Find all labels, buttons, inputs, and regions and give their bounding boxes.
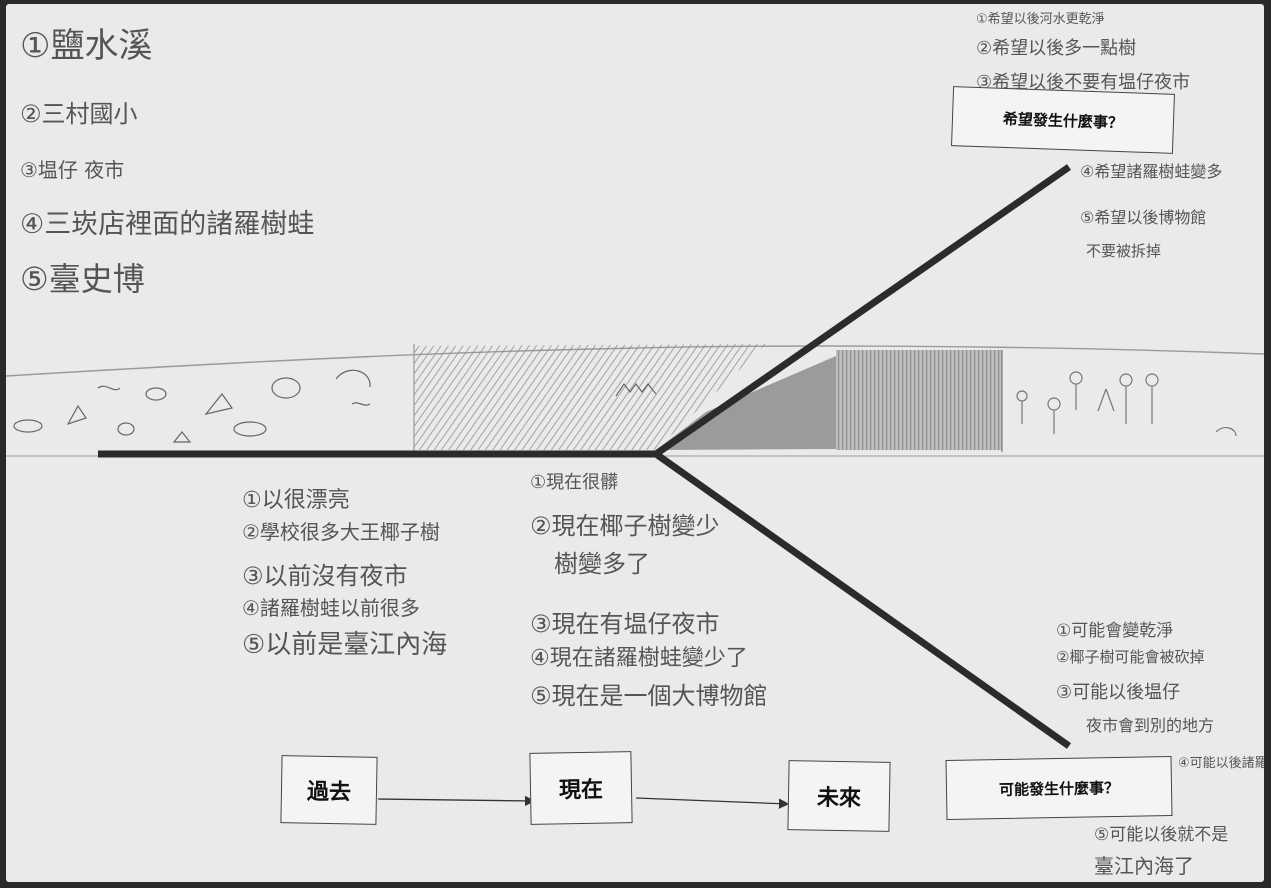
past-note-4: ④諸羅樹蛙以前很多	[242, 596, 420, 620]
diagram-drawing	[6, 164, 1264, 809]
present-shading	[414, 344, 766, 450]
branch-possible-line	[653, 451, 1072, 749]
possible-note-3: ③可能以後塭仔	[1056, 682, 1181, 703]
present-box: 現在	[529, 751, 633, 825]
hope-note-2: ②希望以後多一點樹	[976, 38, 1137, 59]
possible-note-5: ⑤可能以後就不是	[1094, 825, 1229, 845]
possible-note-4: ④可能以後諸羅樹蛙	[1178, 756, 1264, 771]
hope-box: 希望發生什麼事？	[951, 86, 1175, 154]
hope-note-3: ③希望以後不要有塭仔夜市	[976, 72, 1191, 93]
hope-note-5: ⑤希望以後博物館	[1080, 208, 1207, 227]
past-note-3: ③以前沒有夜市	[242, 562, 408, 590]
arrow-past-present	[377, 795, 536, 807]
present-note-4: ④現在諸羅樹蛙變少了	[530, 646, 748, 671]
past-note-1: ①以很漂亮	[242, 488, 350, 513]
possible-note-2: ②椰子樹可能會被砍掉	[1056, 648, 1205, 666]
branch-hope-line	[654, 164, 1071, 457]
hope-note-5b: 不要被拆掉	[1086, 242, 1162, 260]
people-doodles	[1016, 371, 1237, 437]
paper-sheet: ①鹽水溪 ②三村國小 ③塭仔 夜市 ④三崁店裡面的諸羅樹蛙 ⑤臺史博 ①以很漂亮…	[6, 4, 1264, 882]
possible-note-3b: 夜市會到別的地方	[1086, 716, 1215, 735]
present-note-2: ②現在椰子樹變少	[530, 512, 720, 540]
future-box: 未來	[787, 760, 891, 832]
list-item-2: ②三村國小	[20, 100, 138, 128]
list-item-4: ④三崁店裡面的諸羅樹蛙	[20, 209, 315, 240]
list-item-3: ③塭仔 夜市	[20, 158, 125, 182]
list-item-5: ⑤臺史博	[20, 260, 145, 298]
past-note-2: ②學校很多大王椰子樹	[242, 520, 440, 544]
river-doodles	[13, 369, 657, 443]
possible-note-5b: 臺江內海了	[1094, 854, 1194, 878]
past-note-5: ⑤以前是臺江內海	[242, 630, 448, 660]
present-note-3: ③現在有塭仔夜市	[530, 610, 720, 638]
possible-note-1: ①可能會變乾淨	[1056, 621, 1174, 641]
hope-note-4: ④希望諸羅樹蛙變多	[1080, 162, 1223, 181]
present-note-1: ①現在很髒	[530, 472, 619, 493]
present-note-5: ⑤現在是一個大博物館	[530, 682, 768, 710]
hope-note-1: ①希望以後河水更乾淨	[976, 12, 1105, 27]
arrow-present-future	[635, 797, 790, 809]
list-item-1: ①鹽水溪	[20, 26, 153, 66]
present-note-2b: 樹變多了	[554, 550, 650, 578]
past-box: 過去	[280, 755, 378, 825]
possible-box: 可能發生什麼事？	[945, 756, 1173, 820]
